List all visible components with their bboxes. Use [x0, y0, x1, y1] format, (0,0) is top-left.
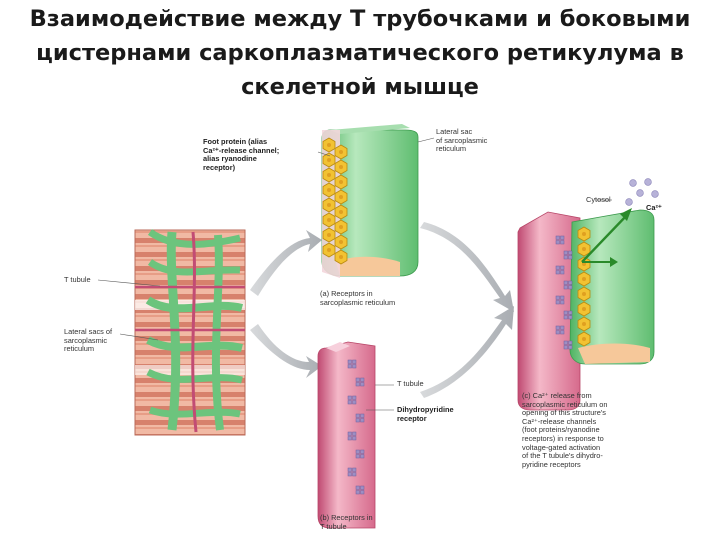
foot-protein-icon — [334, 189, 348, 205]
foot-protein-icon — [334, 219, 348, 235]
arrow-to-a — [250, 230, 322, 296]
page-title: Взаимодействие между Т трубочками и боко… — [0, 2, 720, 104]
title-line-1: Взаимодействие между Т трубочками и боко… — [29, 6, 691, 32]
caption-c: (c) Ca²⁺ release from sarcoplasmic retic… — [522, 391, 608, 469]
t-tubule-b — [317, 341, 376, 529]
dihydropyridine-label: Dihydropyridine receptor — [397, 405, 454, 423]
foot-protein-icon — [577, 271, 591, 287]
ca2-label: Ca²⁺ — [646, 203, 662, 212]
arrow-a-to-c — [420, 222, 514, 312]
caption-a: (a) Receptors in sarcoplasmic reticulum — [320, 289, 396, 307]
arrow-b-to-c — [420, 306, 514, 398]
foot-protein-icon — [577, 286, 591, 302]
foot-protein-icon — [322, 242, 336, 258]
foot-protein-icon — [577, 316, 591, 332]
calcium-release-arrow — [581, 208, 632, 267]
foot-protein-icon — [577, 331, 591, 347]
lateral-sacs-label-left: Lateral sacs of sarcoplasmic reticulum — [64, 327, 113, 354]
title-line-2: цистернами саркоплазматического ретикулу… — [36, 40, 684, 66]
cytosol-label: Cytosol — [586, 195, 611, 204]
foot-protein-icon — [322, 152, 336, 168]
title-line-3: скелетной мышце — [241, 74, 479, 100]
arrow-to-b — [250, 324, 322, 378]
lateral-sac-label: Lateral sac of sarcoplasmic reticulum — [436, 127, 488, 154]
foot-protein-icon — [322, 197, 336, 213]
t-tubule-label-mid: T tubule — [397, 379, 424, 388]
t-tubule-label-left: T tubule — [64, 275, 91, 284]
foot-protein-icon — [334, 144, 348, 160]
combined-structure-c — [517, 209, 655, 411]
foot-protein-icon — [334, 204, 348, 220]
muscle-fiber-illustration — [134, 229, 246, 436]
foot-protein-icon — [322, 182, 336, 198]
foot-protein-icon — [322, 137, 336, 153]
calcium-ions — [625, 178, 659, 206]
foot-protein-icon — [322, 212, 336, 228]
foot-protein-label: Foot protein (alias Ca²⁺-release channel… — [203, 137, 280, 172]
foot-protein-icon — [334, 234, 348, 250]
caption-b: (b) Receptors in T tubule — [320, 513, 373, 531]
foot-protein-icon — [322, 227, 336, 243]
foot-protein-icon — [577, 301, 591, 317]
foot-protein-icon — [334, 174, 348, 190]
foot-protein-icon — [334, 249, 348, 265]
foot-protein-icon — [322, 167, 336, 183]
foot-protein-icon — [577, 226, 591, 242]
foot-protein-icon — [334, 159, 348, 175]
